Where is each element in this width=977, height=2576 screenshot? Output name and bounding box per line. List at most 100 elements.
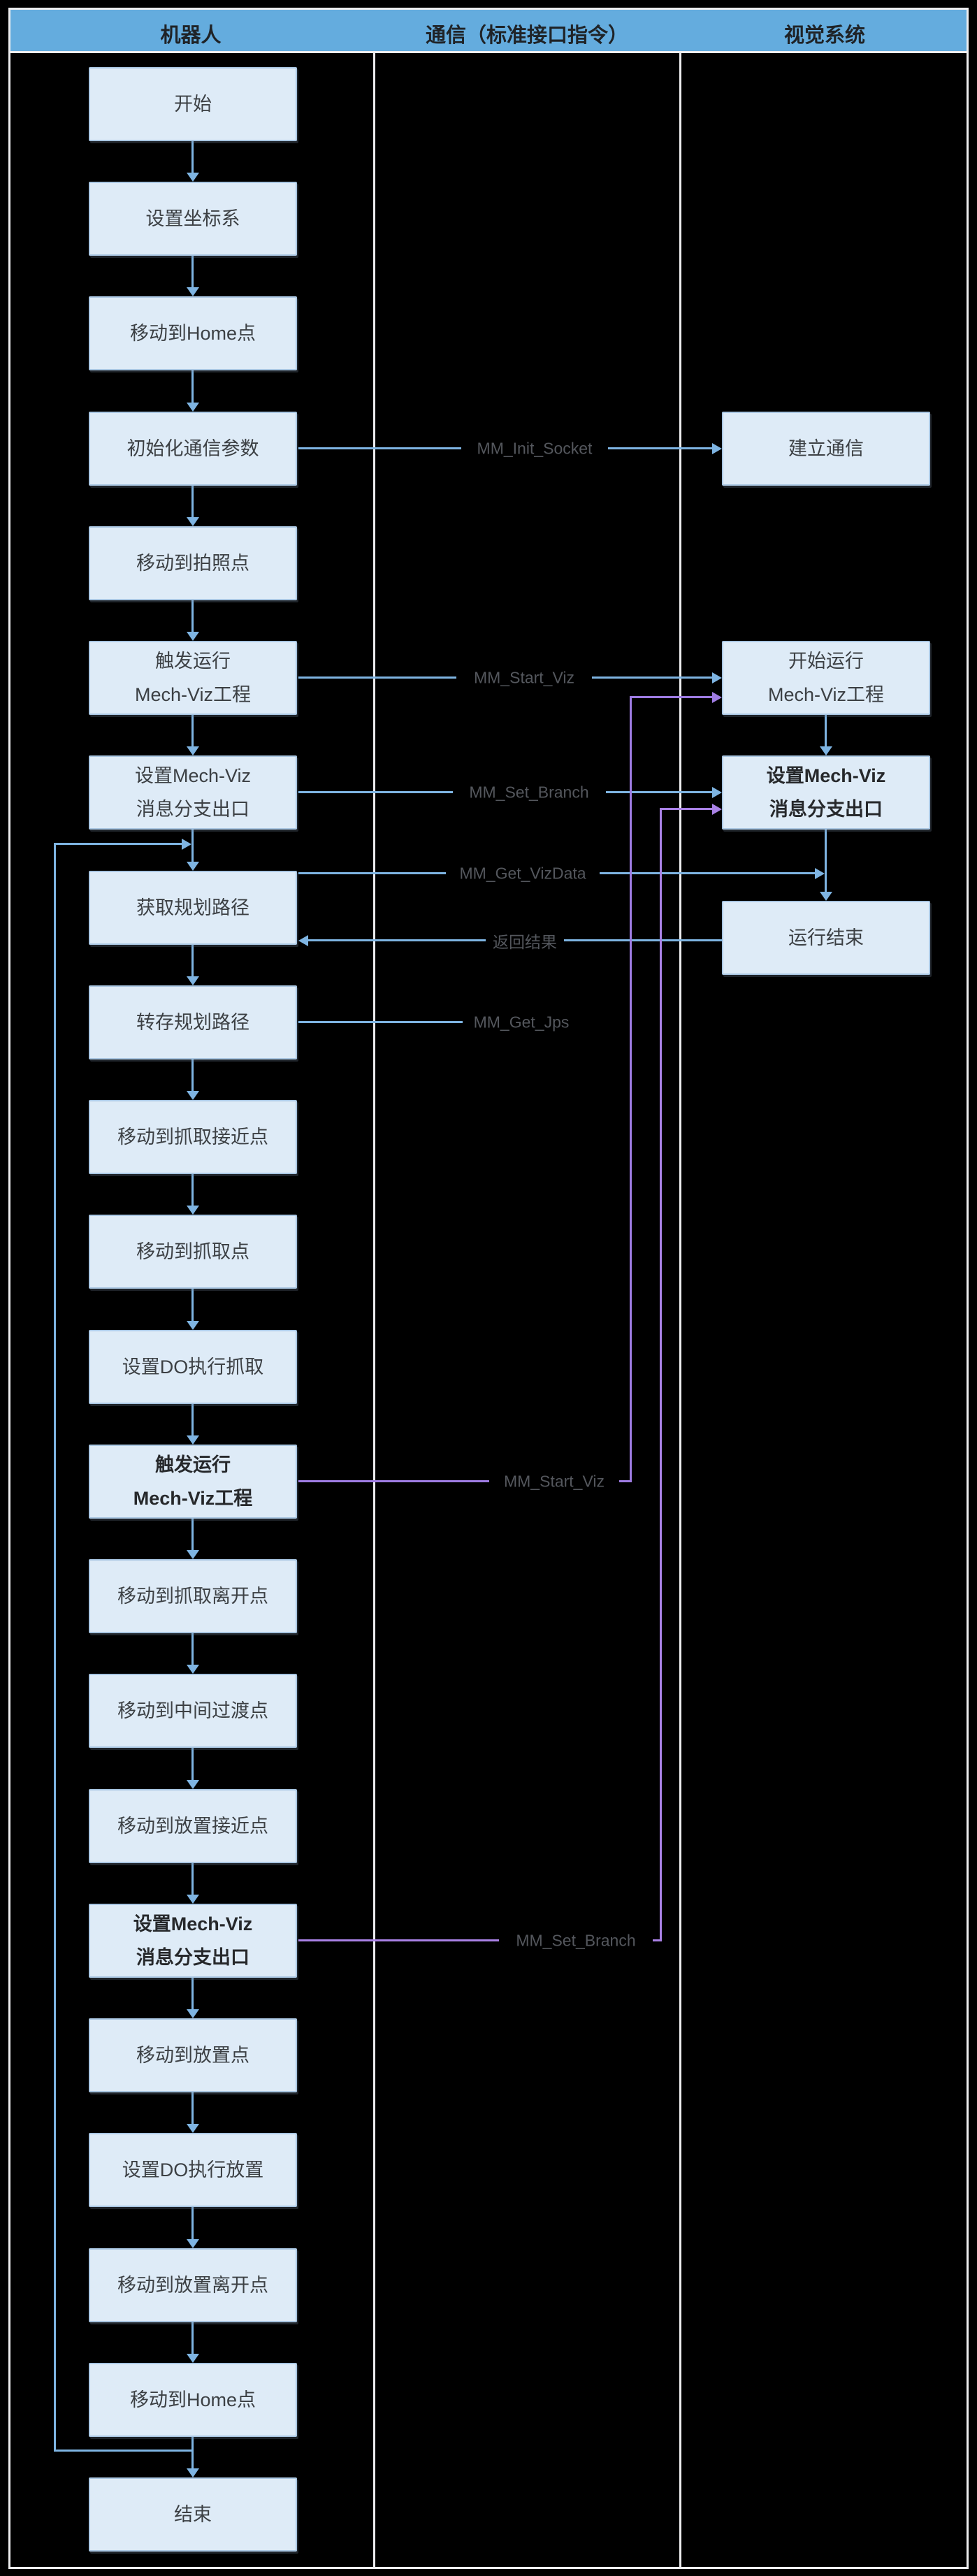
- flow-node-store-planned-path: 转存规划路径: [89, 985, 297, 1059]
- flow-node-start: 开始: [89, 67, 297, 141]
- arrowhead-right-icon: [182, 839, 191, 850]
- connector-segment: [191, 1174, 194, 1206]
- arrowhead-down-icon: [187, 1321, 199, 1330]
- flow-node-label: 设置Mech-Viz: [133, 1913, 253, 1934]
- connector-segment: [298, 872, 446, 874]
- arrowhead-left-icon: [298, 935, 308, 946]
- connector-segment: [298, 1480, 489, 1482]
- connector-segment: [298, 676, 456, 679]
- flow-node-label: 设置DO执行抓取: [122, 1356, 264, 1377]
- flow-node-label: 移动到抓取离开点: [117, 1586, 268, 1607]
- connector-segment: [191, 2437, 194, 2469]
- connector-segment: [653, 1939, 661, 1941]
- arrowhead-down-icon: [187, 517, 199, 526]
- comm-label-return-result: 返回结果: [493, 933, 557, 951]
- flow-node-label: 设置DO执行放置: [122, 2159, 264, 2180]
- flow-node-run-finished: 运行结束: [722, 901, 930, 975]
- connector-segment: [191, 1059, 194, 1092]
- header-robot: 机器人: [160, 24, 222, 47]
- arrowhead-down-icon: [187, 2354, 199, 2363]
- connector-segment: [660, 808, 662, 1941]
- flow-node-label: Mech-Viz工程: [134, 684, 252, 705]
- connector-segment: [630, 696, 712, 698]
- flow-node-label: 结束: [174, 2504, 212, 2525]
- flow-node-move-place-approach: 移动到放置接近点: [89, 1789, 297, 1863]
- flow-node-move-home-1: 移动到Home点: [89, 296, 297, 370]
- header-band: [8, 8, 969, 51]
- connector-segment: [191, 715, 194, 747]
- arrowhead-down-icon: [187, 2009, 199, 2018]
- connector-segment: [191, 256, 194, 288]
- flow-node-label: 设置Mech-Viz: [134, 765, 252, 786]
- arrowhead-down-icon: [187, 862, 199, 871]
- connector-segment: [600, 872, 815, 874]
- connector-segment: [191, 945, 194, 977]
- flow-node-move-photo-point: 移动到拍照点: [89, 526, 297, 600]
- connector-segment: [308, 939, 486, 941]
- flow-node-label: 设置坐标系: [145, 208, 240, 229]
- arrowhead-down-icon: [187, 2239, 199, 2248]
- arrowhead-down-icon: [187, 2468, 199, 2477]
- arrowhead-right-icon: [712, 672, 722, 683]
- comm-label-mm-start-viz-1: MM_Start_Viz: [473, 668, 575, 687]
- column-separator-2: [679, 8, 681, 2569]
- arrowhead-down-icon: [187, 632, 199, 641]
- connector-segment: [630, 696, 632, 1482]
- connector-segment: [191, 1289, 194, 1322]
- connector-segment: [55, 843, 182, 845]
- connector-segment: [564, 939, 722, 941]
- flow-node-label: 建立通信: [788, 438, 864, 459]
- connector-segment: [191, 1519, 194, 1551]
- flow-node-move-pick-point: 移动到抓取点: [89, 1215, 297, 1289]
- arrowhead-down-icon: [187, 1665, 199, 1674]
- flow-node-label: Mech-Viz工程: [133, 1488, 253, 1509]
- flow-node-label: 移动到抓取点: [136, 1241, 249, 1262]
- flow-node-label: 移动到中间过渡点: [117, 1700, 268, 1721]
- flow-node-label: 转存规划路径: [136, 1012, 249, 1033]
- arrowhead-down-icon: [820, 892, 832, 901]
- header-comm: 通信（标准接口指令）: [425, 24, 629, 47]
- flow-node-label: 运行结束: [788, 927, 864, 948]
- comm-label-mm-set-branch-2: MM_Set_Branch: [516, 1931, 636, 1950]
- connector-segment: [191, 2207, 194, 2240]
- flow-node-establish-comm: 建立通信: [722, 412, 930, 486]
- connector-segment: [191, 370, 194, 403]
- connector-segment: [191, 830, 194, 862]
- arrowhead-down-icon: [187, 1895, 199, 1904]
- arrowhead-down-icon: [187, 403, 199, 412]
- flow-node-label: 移动到Home点: [129, 323, 256, 344]
- connector-segment: [298, 1939, 499, 1941]
- arrowhead-down-icon: [187, 1206, 199, 1215]
- connector-segment: [191, 1978, 194, 2010]
- connector-segment: [660, 808, 712, 810]
- flow-node-init-comm-params: 初始化通信参数: [89, 412, 297, 486]
- connector-segment: [191, 2322, 194, 2354]
- flow-node-label: 获取规划路径: [136, 897, 249, 918]
- flow-node-label: Mech-Viz工程: [767, 684, 885, 705]
- connector-segment: [191, 1863, 194, 1895]
- arrowhead-down-icon: [187, 746, 199, 755]
- connector-segment: [191, 1633, 194, 1665]
- flow-node-label: 移动到放置接近点: [117, 1816, 268, 1837]
- arrowhead-down-icon: [187, 2124, 199, 2133]
- header-band-border: [8, 51, 969, 53]
- arrowhead-right-icon: [712, 692, 722, 703]
- flow-node-move-home-2: 移动到Home点: [89, 2363, 297, 2437]
- connector-segment: [608, 447, 712, 449]
- flow-node-label: 消息分支出口: [769, 799, 883, 820]
- connector-segment: [191, 2092, 194, 2125]
- header-vision: 视觉系统: [783, 24, 866, 47]
- connector-segment: [191, 486, 194, 518]
- comm-label-mm-set-branch-1: MM_Set_Branch: [469, 783, 589, 802]
- comm-label-mm-get-jps: MM_Get_Jps: [473, 1013, 570, 1032]
- flow-node-get-planned-path: 获取规划路径: [89, 871, 297, 945]
- flow-node-label: 设置Mech-Viz: [766, 765, 886, 786]
- arrowhead-right-icon: [712, 443, 722, 454]
- connector-segment: [55, 2450, 193, 2452]
- arrowhead-right-icon: [712, 804, 722, 815]
